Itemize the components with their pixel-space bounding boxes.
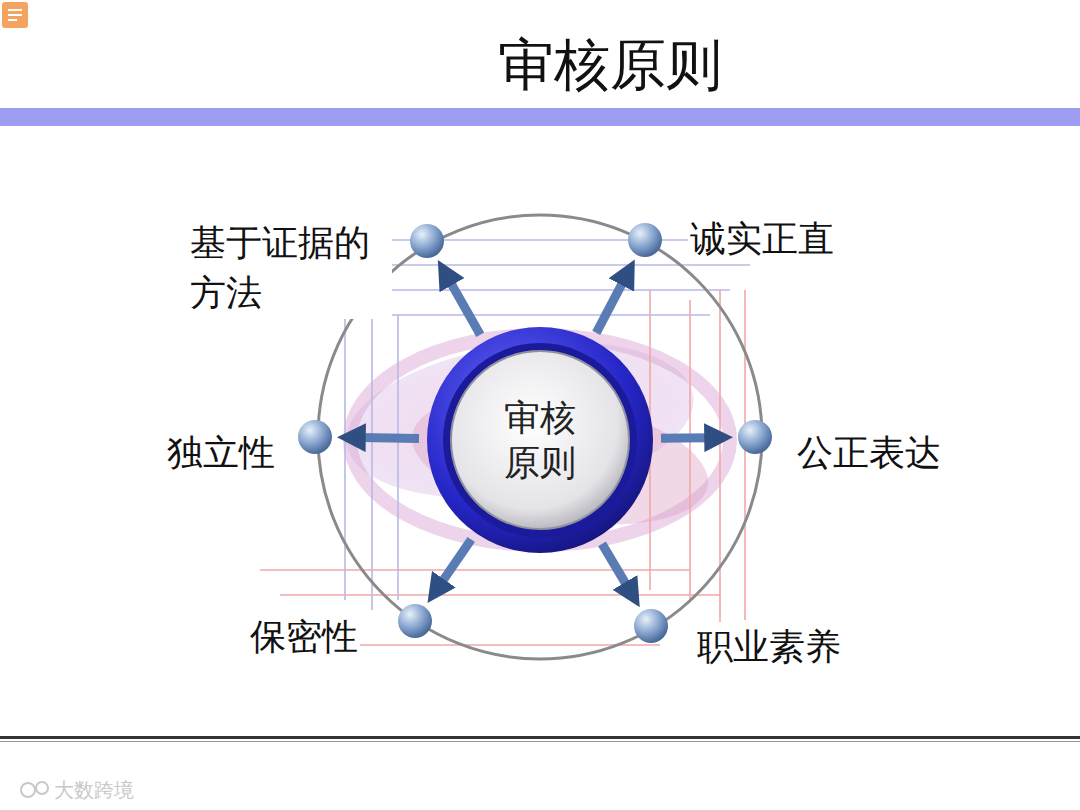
principle-ball: 诚实正直 — [626, 221, 664, 259]
header-bar — [0, 108, 1080, 126]
grid-lines — [260, 290, 745, 645]
principle-label: 独立性 — [165, 428, 277, 478]
arrow — [596, 280, 624, 333]
principle-ball: 公正表达 — [736, 418, 774, 456]
center-ring — [425, 325, 655, 555]
ball — [632, 607, 670, 645]
watermark: 大数跨境 — [54, 777, 134, 804]
principle-ball: 保密性 — [396, 602, 434, 640]
ball — [396, 602, 434, 640]
ball — [408, 222, 446, 260]
arrow — [360, 433, 419, 443]
center-label: 审核原则 — [502, 395, 578, 485]
arrow — [602, 544, 628, 587]
arrow — [449, 280, 480, 335]
principle-label: 保密性 — [248, 612, 360, 662]
note-icon — [2, 2, 28, 28]
principle-label: 基于证据的方法 — [188, 218, 392, 319]
principle-ball: 基于证据的方法 — [408, 222, 446, 260]
ball — [626, 221, 664, 259]
principle-ball: 职业素养 — [632, 607, 670, 645]
center-circle: 审核原则 — [425, 325, 655, 555]
ball — [296, 418, 334, 456]
principle-label: 公正表达 — [795, 428, 943, 478]
principle-label: 职业素养 — [695, 622, 843, 672]
principle-label: 诚实正直 — [688, 214, 836, 264]
arrow — [661, 433, 710, 443]
title: 审核原则 — [498, 28, 722, 104]
principle-ball: 独立性 — [296, 418, 334, 456]
swoosh — [336, 321, 730, 545]
ball — [736, 418, 774, 456]
arrow — [441, 540, 472, 584]
footer-rule — [0, 736, 1080, 739]
watermark-logo — [21, 782, 48, 797]
